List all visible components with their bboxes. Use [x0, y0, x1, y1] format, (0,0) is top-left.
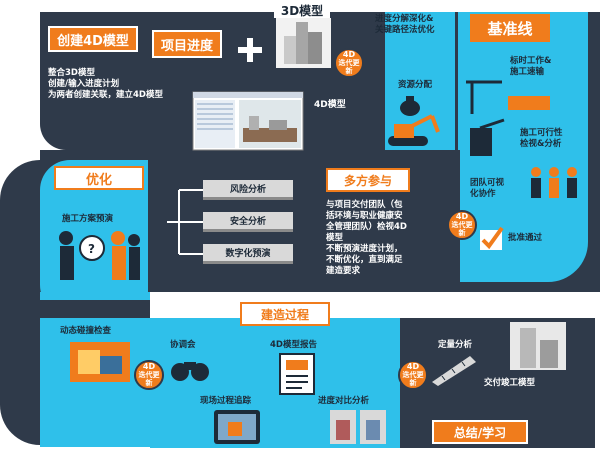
digital-rehearsal-box: 数字化预演 — [203, 244, 293, 264]
badge-3-top: 4D — [142, 362, 156, 371]
plan-rehearsal-label: 施工方案预演 — [62, 214, 114, 224]
approval-label: 批准通过 — [508, 233, 543, 243]
feasibility-2: 检视&分析 — [520, 139, 562, 149]
iteration-badge-4: 4D 迭代更新 — [398, 360, 428, 390]
iteration-badge-2: 4D 迭代更新 — [447, 210, 477, 240]
resource-alloc: 资源分配 — [398, 80, 433, 90]
bottom-left-dark — [40, 300, 150, 318]
building-3d-icon — [276, 18, 331, 68]
ruler-icon — [432, 356, 476, 386]
clash-model-icon — [70, 342, 130, 382]
checklist-icon — [480, 226, 504, 250]
asbuilt-building-icon — [510, 322, 566, 370]
plus-icon — [238, 38, 262, 62]
project-schedule-box: 项目进度 — [152, 30, 222, 58]
asbuilt-label: 交付竣工模型 — [484, 378, 536, 388]
duration-tech-2: 施工速输 — [510, 67, 545, 77]
team-visual-2: 化协作 — [470, 189, 496, 199]
comparison-image-icon — [330, 410, 386, 444]
summary-title: 总结/学习 — [432, 420, 528, 444]
analysis-connector — [167, 189, 203, 255]
schedule-decomp-1: 进度分解深化& — [375, 14, 434, 24]
badge-3-bottom: 迭代更新 — [138, 371, 160, 387]
coordination-label: 协调会 — [170, 340, 196, 350]
model-report-label: 4D模型报告 — [270, 340, 317, 350]
badge-1-top: 4D — [342, 50, 356, 59]
money-bag-icon — [400, 96, 420, 116]
duration-tech-1: 标时工作& — [510, 56, 552, 66]
risk-analysis-box: 风险分析 — [203, 180, 293, 200]
participation-desc-7: 建造要求 — [326, 266, 361, 276]
tablet-icon — [214, 410, 260, 444]
participation-desc-5: 不断预演进度计划， — [326, 244, 403, 254]
participation-desc-4: 模型 — [326, 233, 344, 243]
excavator-icon — [388, 114, 440, 146]
optimize-title: 优化 — [54, 166, 144, 190]
safety-analysis-box: 安全分析 — [203, 212, 293, 232]
model-3d-label: 3D模型 — [274, 2, 330, 18]
quantity-analysis-label: 定量分析 — [438, 340, 473, 350]
progress-compare-label: 进度对比分析 — [318, 396, 370, 406]
participation-desc-2: 括环境与职业健康安 — [326, 211, 403, 221]
svg-text:?: ? — [88, 242, 95, 256]
participation-desc-1: 与项目交付团队（包 — [326, 200, 403, 210]
left-curve-band — [0, 160, 40, 445]
integrate-desc-3: 为两者创建关联，建立4D模型 — [48, 90, 163, 100]
team-visual-1: 团队可视 — [470, 178, 505, 188]
integrate-desc-1: 整合3D模型 — [48, 68, 95, 78]
badge-1-bottom: 迭代更新 — [338, 59, 360, 75]
model-4d-label: 4D模型 — [314, 100, 346, 110]
workers-discussion-icon: ? — [59, 231, 140, 280]
workers-icon — [531, 167, 577, 198]
create-4d-model-title: 创建4D模型 — [48, 26, 138, 52]
crane-icon — [466, 80, 550, 114]
badge-4-top: 4D — [406, 362, 420, 371]
badge-4-bottom: 迭代更新 — [402, 371, 424, 387]
schedule-decomp-2: 关键路径法优化 — [375, 25, 435, 35]
tower-crane-icon — [470, 118, 505, 156]
report-document-icon — [279, 353, 315, 395]
binoculars-icon — [171, 362, 209, 381]
baseline-title: 基准线 — [470, 14, 550, 42]
construction-title: 建造过程 — [240, 302, 330, 326]
integrate-desc-2: 创建/输入进度计划 — [48, 79, 120, 89]
participation-title: 多方参与 — [326, 168, 410, 192]
clash-check-label: 动态碰撞检查 — [60, 326, 112, 336]
model-4d-screenshot — [192, 91, 304, 151]
badge-2-bottom: 迭代更新 — [451, 221, 473, 237]
tracking-label: 现场过程追踪 — [200, 396, 252, 406]
feasibility-1: 施工可行性 — [520, 128, 563, 138]
participation-desc-3: 全管理团队）检视4D — [326, 222, 407, 232]
iteration-badge-1: 4D 迭代更新 — [334, 48, 364, 78]
iteration-badge-3: 4D 迭代更新 — [134, 360, 164, 390]
badge-2-top: 4D — [455, 212, 469, 221]
participation-desc-6: 不断优化，直到满足 — [326, 255, 403, 265]
